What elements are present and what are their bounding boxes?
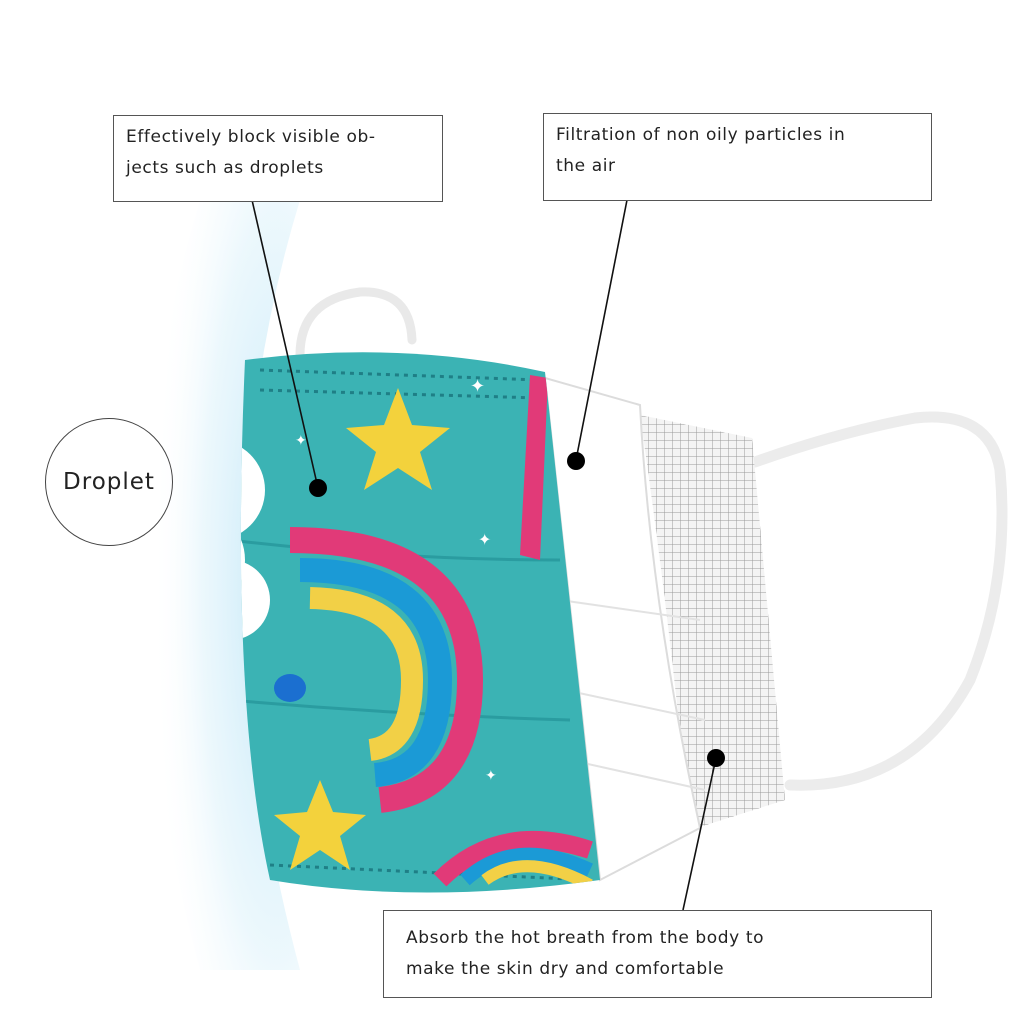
leader-line-filtration bbox=[575, 199, 628, 461]
middle-white-layer bbox=[543, 376, 702, 882]
svg-text:✦: ✦ bbox=[295, 433, 307, 449]
cloud-print bbox=[240, 440, 270, 640]
callout-line: make the skin dry and comfortable bbox=[406, 959, 725, 979]
leader-line-absorb bbox=[682, 757, 717, 911]
callout-line: Absorb the hot breath from the body to bbox=[406, 928, 765, 948]
droplet-label: Droplet bbox=[63, 469, 155, 495]
callout-line: Effectively block visible ob- bbox=[126, 127, 376, 147]
callout-filtration: Filtration of non oily particles in the … bbox=[543, 113, 932, 201]
star-print bbox=[346, 388, 450, 490]
star-print bbox=[274, 780, 366, 870]
callout-line: jects such as droplets bbox=[126, 158, 324, 178]
callout-droplet-blocking: Effectively block visible ob- jects such… bbox=[113, 115, 443, 202]
marker-dot-middle bbox=[567, 452, 585, 470]
marker-dot-outer bbox=[309, 479, 327, 497]
droplet-label-circle: Droplet bbox=[45, 418, 173, 546]
callout-absorb-breath: Absorb the hot breath from the body to m… bbox=[383, 910, 932, 998]
bird-print bbox=[274, 674, 306, 702]
svg-text:✦: ✦ bbox=[478, 530, 491, 549]
svg-text:✦: ✦ bbox=[485, 768, 497, 784]
outer-print-layer: ✦ ✦ ✦ ✦ ✦ bbox=[240, 352, 600, 893]
svg-text:✦: ✦ bbox=[470, 376, 485, 397]
face-glow bbox=[145, 200, 300, 970]
rainbow-print bbox=[289, 527, 484, 813]
marker-dot-inner bbox=[707, 749, 725, 767]
inner-mesh-layer bbox=[640, 415, 785, 830]
callout-line: the air bbox=[556, 156, 616, 176]
leader-line-droplets bbox=[251, 199, 319, 489]
callout-line: Filtration of non oily particles in bbox=[556, 125, 846, 145]
right-ear-loop bbox=[749, 411, 1008, 791]
left-ear-loop bbox=[295, 287, 417, 360]
